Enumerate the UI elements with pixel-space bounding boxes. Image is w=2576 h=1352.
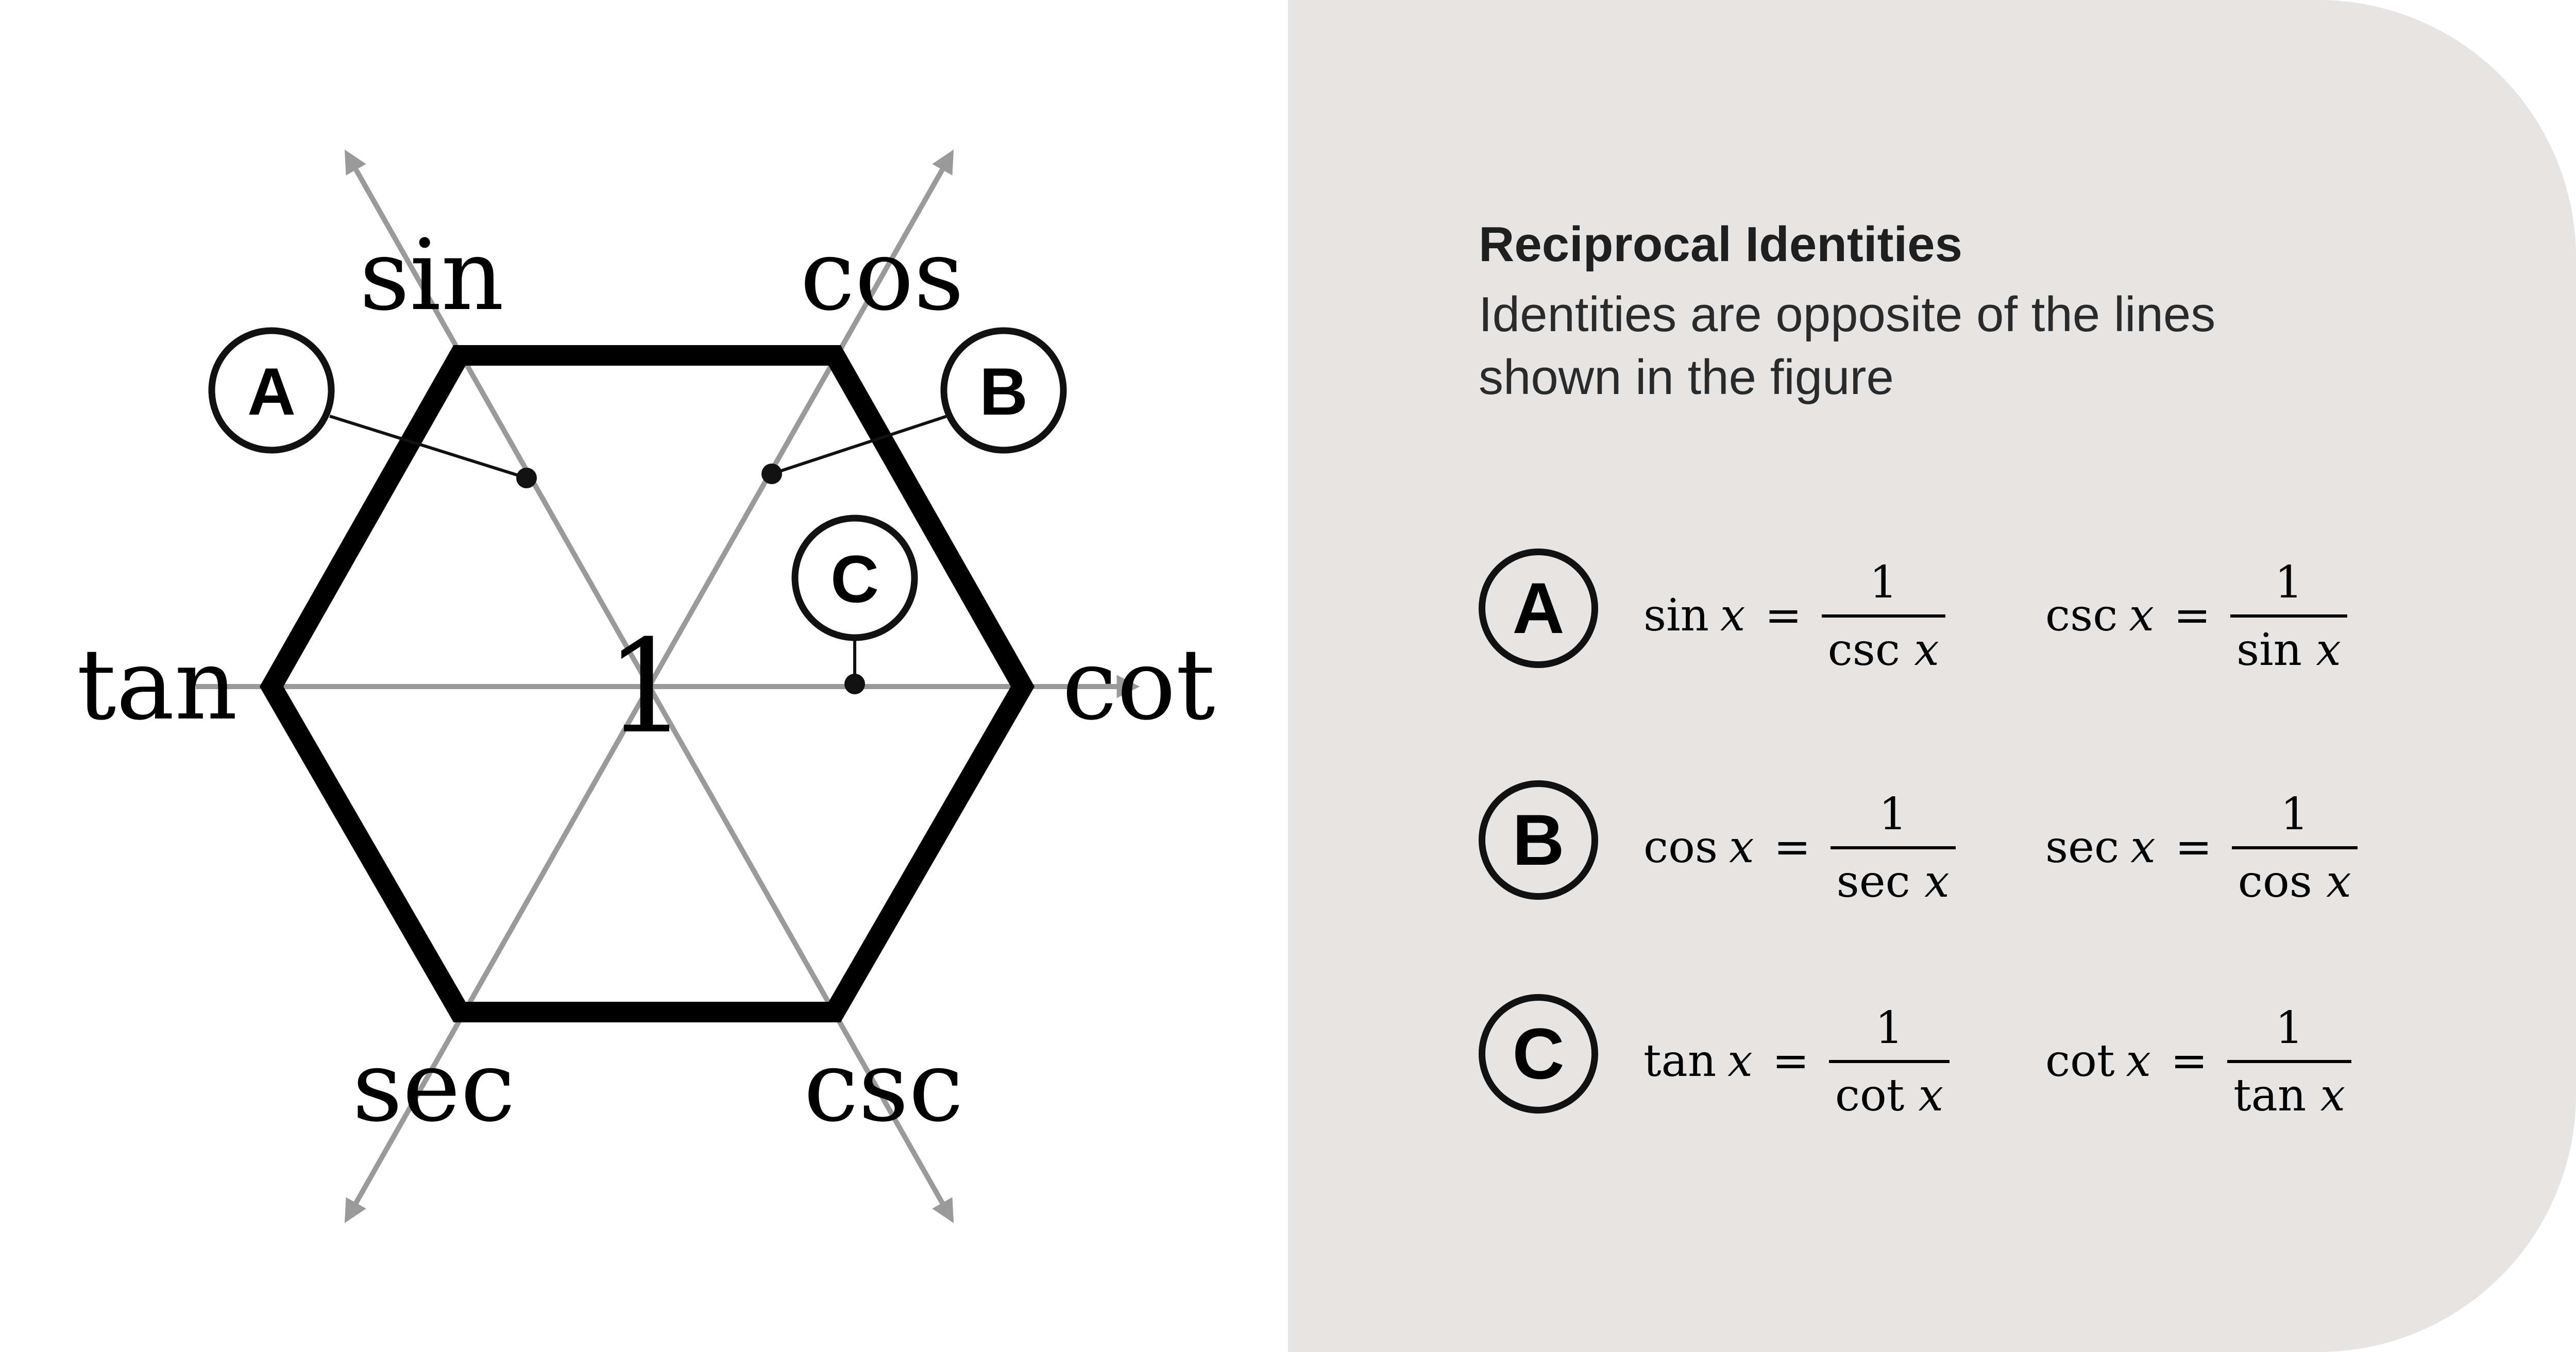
eq-numerator: 1 [1875, 1002, 1904, 1054]
eq-var: x [1727, 1035, 1753, 1087]
label-sin: sin [360, 218, 504, 332]
eq-equals: = [1765, 590, 1802, 641]
eq-fraction: 1 cot x [1828, 1002, 1950, 1119]
label-csc: csc [804, 1030, 963, 1143]
identity-hexagon-diagram: sin cos tan cot sec csc 1 A B C [77, 149, 1215, 1223]
marker-b-label: B [979, 354, 1028, 429]
eq-var: x [2126, 1035, 2151, 1087]
eq-denominator: tan x [2227, 1059, 2352, 1119]
eq-fn: sin [1643, 590, 1709, 641]
eq-fraction: 1 cos x [2231, 788, 2358, 905]
leader-dot-b [761, 464, 782, 484]
eq-equals: = [1773, 822, 1811, 873]
eq-fn: sec [2045, 822, 2120, 873]
axes [196, 149, 1140, 1223]
eq-numerator: 1 [1869, 556, 1898, 608]
label-cot: cot [1062, 628, 1215, 742]
eq-fraction: 1 tan x [2227, 1002, 2352, 1119]
identity-row-b: B cos x = 1 sec x sec x = 1 cos x [1479, 780, 2458, 914]
identity-row-c: C tan x = 1 cot x cot x = 1 tan x [1479, 994, 2458, 1128]
eq-fraction: 1 csc x [1821, 556, 1945, 673]
row-badge-a: A [1479, 549, 1598, 668]
label-tan: tan [77, 628, 238, 742]
label-cos: cos [800, 218, 964, 332]
marker-a: A [208, 327, 335, 454]
eq-denominator: sec x [1830, 846, 1956, 905]
identities-panel: Reciprocal Identities Identities are opp… [1288, 0, 2576, 1352]
marker-a-label: A [247, 354, 296, 429]
eq-var: x [2130, 822, 2156, 873]
identity-equation: tan x = 1 cot x [1643, 994, 1950, 1128]
leader-b [771, 415, 947, 475]
identity-equation: cos x = 1 sec x [1643, 780, 1956, 914]
identity-equation: sec x = 1 cos x [2045, 780, 2358, 914]
eq-fn: cot [2045, 1035, 2115, 1087]
eq-equals: = [2171, 1035, 2208, 1087]
eq-var: x [1720, 590, 1745, 641]
eq-numerator: 1 [2275, 556, 2303, 608]
marker-b: B [940, 327, 1067, 454]
eq-fraction: 1 sin x [2230, 558, 2347, 673]
identity-row-a: A sin x = 1 csc x csc x = 1 sin x [1479, 549, 2458, 682]
marker-c-label: C [831, 541, 879, 617]
eq-fn: csc [2045, 590, 2118, 641]
eq-denominator: sin x [2230, 614, 2347, 673]
leader-dot-a [516, 468, 537, 488]
hexagon [259, 345, 1035, 1022]
eq-denominator: cos x [2231, 846, 2358, 905]
marker-c: C [791, 515, 918, 641]
identity-equation: cot x = 1 tan x [2045, 994, 2352, 1128]
leader-dot-c [844, 674, 865, 694]
eq-denominator: cot x [1828, 1059, 1950, 1119]
eq-var: x [2129, 590, 2154, 641]
eq-fn: cos [1643, 822, 1718, 873]
eq-numerator: 1 [2280, 788, 2309, 840]
eq-denominator: csc x [1821, 614, 1945, 673]
eq-numerator: 1 [2275, 1002, 2303, 1054]
eq-equals: = [2175, 822, 2212, 873]
identity-equation: csc x = 1 sin x [2045, 549, 2347, 682]
row-badge-c: C [1479, 994, 1598, 1114]
row-badge-b: B [1479, 780, 1598, 900]
eq-equals: = [2173, 590, 2211, 641]
eq-equals: = [1772, 1035, 1809, 1087]
center-unit-label: 1 [605, 612, 687, 762]
leader-a [329, 415, 527, 480]
label-sec: sec [352, 1030, 515, 1143]
panel-title: Reciprocal Identities [1479, 217, 1962, 272]
panel-subtitle: Identities are opposite of the lines sho… [1479, 287, 2216, 405]
identity-equation: sin x = 1 csc x [1643, 549, 1945, 682]
eq-var: x [1729, 822, 1754, 873]
eq-numerator: 1 [1878, 788, 1907, 840]
eq-fn: tan [1643, 1035, 1717, 1087]
eq-fraction: 1 sec x [1830, 788, 1956, 905]
